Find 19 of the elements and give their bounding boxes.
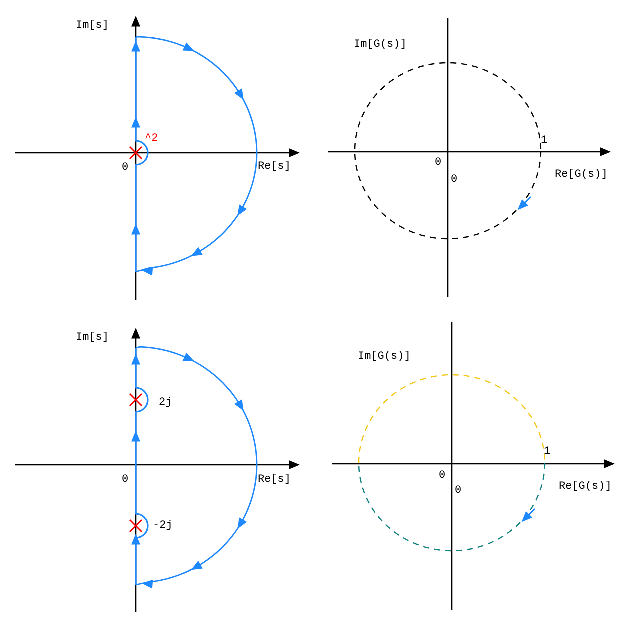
origin-label: 0 (455, 485, 462, 497)
axis-label: Re[s] (258, 474, 292, 486)
axis-label: Re[G(s)] (559, 481, 612, 493)
axis-label: Im[s] (76, 20, 110, 32)
axis-label: Re[s] (258, 161, 292, 173)
origin-label: 0 (439, 470, 446, 482)
origin-label: 0 (451, 174, 458, 186)
tick-label: 1 (544, 446, 551, 458)
pole-order-label: ^2 (145, 133, 158, 145)
origin-label: 0 (122, 162, 129, 174)
pole-label: -2j (153, 520, 173, 532)
axis-label: Re[G(s)] (555, 169, 608, 181)
pole-label: 2j (159, 397, 172, 409)
axis-label: Im[s] (76, 332, 110, 344)
axis-label: Im[G(s)] (354, 39, 407, 51)
origin-label: 0 (435, 157, 442, 169)
tick-label: 1 (541, 135, 548, 147)
axis-label: Im[G(s)] (358, 351, 411, 363)
origin-label: 0 (122, 474, 129, 486)
